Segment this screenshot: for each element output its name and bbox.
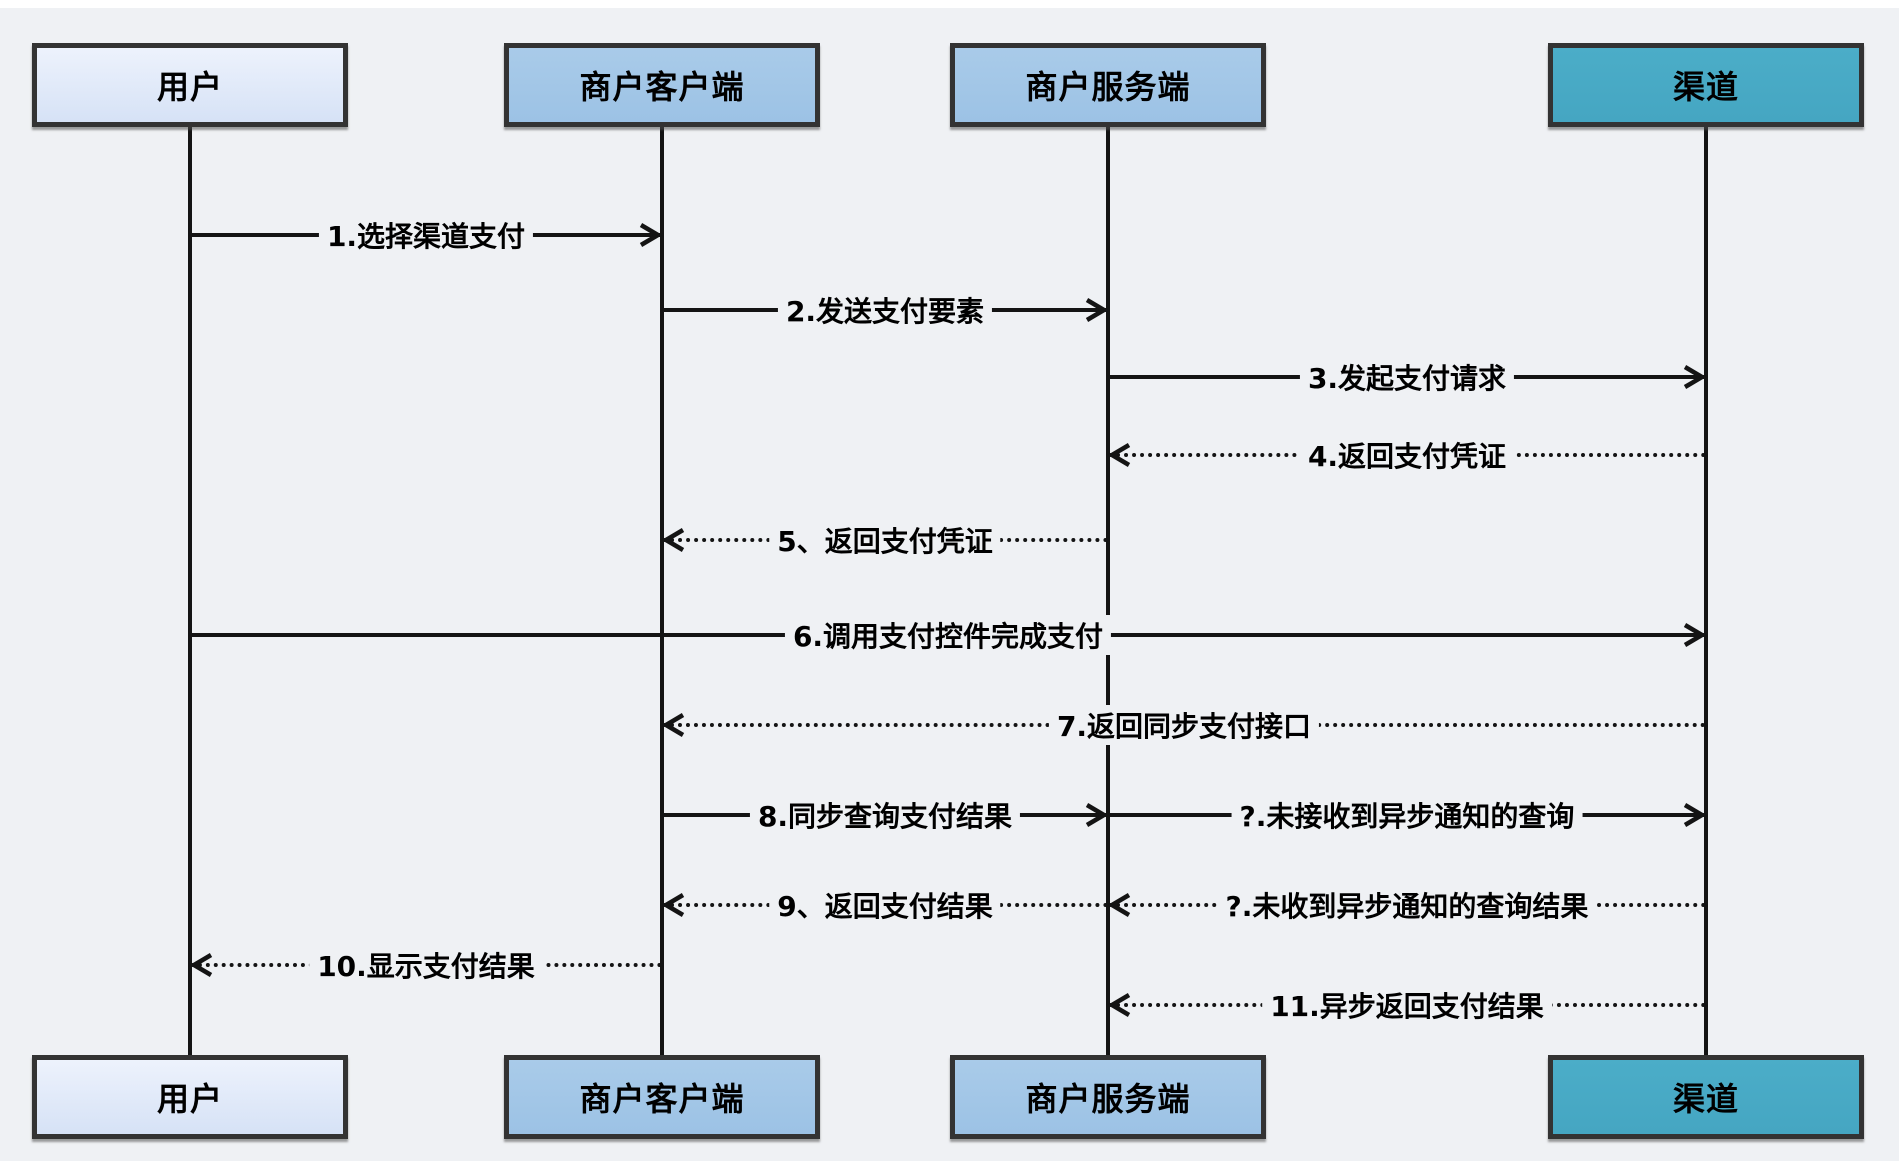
message-label: 8.同步查询支付结果 — [749, 795, 1021, 835]
message-11: ?.未收到异步通知的查询结果 — [1108, 883, 1706, 927]
message-8: 8.同步查询支付结果 — [662, 793, 1108, 837]
message-5: 5、返回支付凭证 — [662, 518, 1108, 562]
message-label: 10.显示支付结果 — [309, 945, 543, 985]
actor-label-client: 商户客户端 — [579, 68, 745, 106]
arrowhead-icon — [1683, 803, 1706, 827]
actor-label-server: 商户服务端 — [1025, 1080, 1191, 1118]
actor-box-bottom-channel: 渠道 — [1548, 1055, 1864, 1139]
message-3: 3.发起支付请求 — [1108, 355, 1706, 399]
message-label: ?.未接收到异步通知的查询 — [1231, 795, 1583, 835]
arrowhead-icon — [662, 713, 685, 737]
message-label: 9、返回支付结果 — [769, 885, 1001, 925]
actor-box-bottom-user: 用户 — [32, 1055, 348, 1139]
actor-box-bottom-client: 商户客户端 — [504, 1055, 820, 1139]
arrowhead-icon — [1108, 893, 1131, 917]
message-label: 11.异步返回支付结果 — [1262, 985, 1552, 1025]
message-label: 5、返回支付凭证 — [769, 520, 1001, 560]
message-9: ?.未接收到异步通知的查询 — [1108, 793, 1706, 837]
arrowhead-icon — [1683, 365, 1706, 389]
lifeline-server — [1106, 122, 1110, 1058]
actor-box-top-client: 商户客户端 — [504, 43, 820, 127]
message-label: 2.发送支付要素 — [777, 290, 993, 330]
actor-label-client: 商户客户端 — [579, 1080, 745, 1118]
actor-label-user: 用户 — [156, 1080, 223, 1118]
lifeline-client — [660, 122, 664, 1058]
message-label: 3.发起支付请求 — [1299, 357, 1515, 397]
actor-label-user: 用户 — [156, 68, 223, 106]
lifeline-user — [188, 122, 192, 1058]
top-margin — [0, 0, 1899, 8]
message-4: 4.返回支付凭证 — [1108, 433, 1706, 477]
lifeline-channel — [1704, 122, 1708, 1058]
actor-label-server: 商户服务端 — [1025, 68, 1191, 106]
actor-box-top-server: 商户服务端 — [950, 43, 1266, 127]
message-label: 6.调用支付控件完成支付 — [784, 615, 1112, 655]
message-label: 4.返回支付凭证 — [1299, 435, 1515, 475]
message-1: 1.选择渠道支付 — [190, 213, 662, 257]
actor-box-top-user: 用户 — [32, 43, 348, 127]
bottom-margin — [0, 1161, 1899, 1175]
actor-box-top-channel: 渠道 — [1548, 43, 1864, 127]
arrowhead-icon — [1108, 993, 1131, 1017]
message-2: 2.发送支付要素 — [662, 288, 1108, 332]
arrowhead-icon — [1683, 623, 1706, 647]
arrowhead-icon — [662, 893, 685, 917]
arrowhead-icon — [639, 223, 662, 247]
message-13: 11.异步返回支付结果 — [1108, 983, 1706, 1027]
message-label: ?.未收到异步通知的查询结果 — [1217, 885, 1597, 925]
actor-label-channel: 渠道 — [1672, 1080, 1739, 1118]
message-6: 6.调用支付控件完成支付 — [190, 613, 1706, 657]
message-10: 9、返回支付结果 — [662, 883, 1108, 927]
arrowhead-icon — [1085, 298, 1108, 322]
message-12: 10.显示支付结果 — [190, 943, 662, 987]
arrowhead-icon — [1085, 803, 1108, 827]
actor-label-channel: 渠道 — [1672, 68, 1739, 106]
arrowhead-icon — [190, 953, 213, 977]
message-label: 1.选择渠道支付 — [318, 215, 534, 255]
message-label: 7.返回同步支付接口 — [1048, 705, 1320, 745]
message-7: 7.返回同步支付接口 — [662, 703, 1706, 747]
arrowhead-icon — [662, 528, 685, 552]
arrowhead-icon — [1108, 443, 1131, 467]
actor-box-bottom-server: 商户服务端 — [950, 1055, 1266, 1139]
